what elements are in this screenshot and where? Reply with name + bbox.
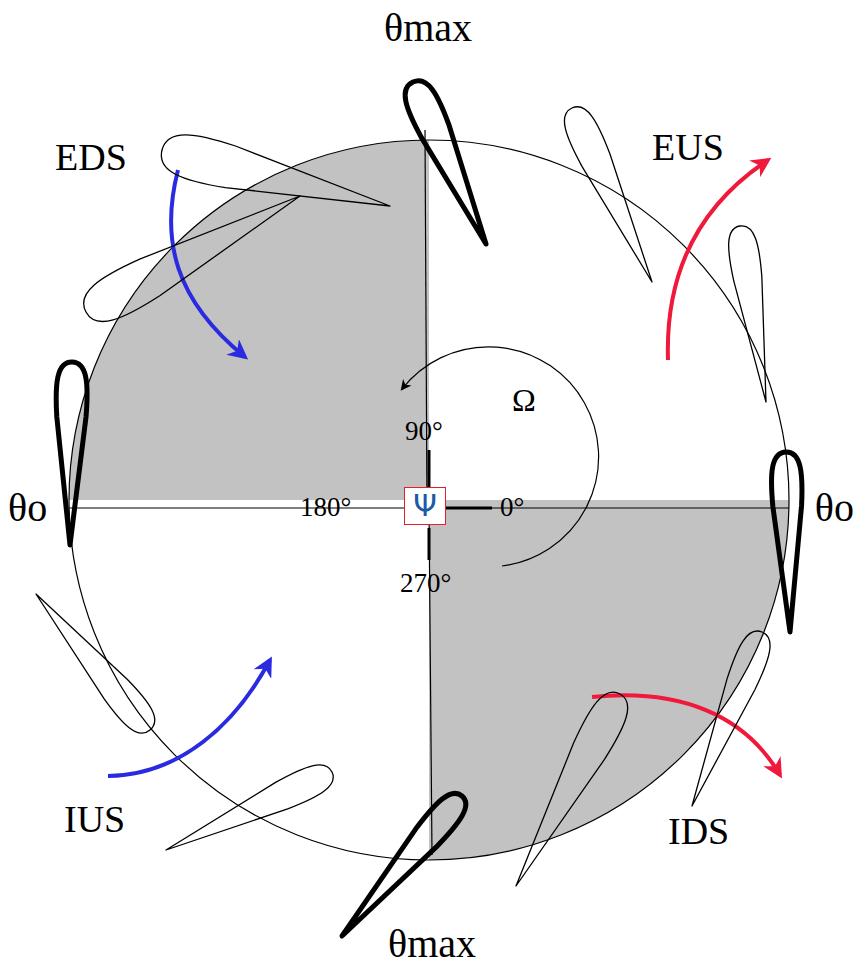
- axis-line: [429, 508, 432, 855]
- angle-label: θo: [8, 488, 47, 528]
- flow-arrow: [668, 160, 768, 360]
- rotation-arc: [402, 347, 599, 566]
- angle-label: 0°: [500, 494, 524, 521]
- blade-airfoil: [75, 177, 310, 332]
- axis-tick: [428, 450, 431, 490]
- angle-label: 270°: [400, 570, 451, 597]
- center-symbol: Ψ: [413, 491, 437, 521]
- axis-line: [425, 130, 427, 508]
- shaded-quadrant: [429, 500, 789, 860]
- blade-airfoil: [331, 787, 473, 946]
- flow-arrow: [592, 695, 780, 775]
- blade-airfoil: [771, 452, 805, 633]
- angle-label: θmax: [388, 924, 476, 964]
- blade-airfoil: [677, 626, 776, 812]
- angle-label: 90°: [405, 418, 443, 445]
- shaded-quadrant: [69, 140, 429, 500]
- flow-arrow: [171, 170, 245, 357]
- region-label: IDS: [668, 812, 729, 850]
- region-label: EDS: [55, 138, 127, 176]
- axis-tick: [428, 528, 431, 560]
- angle-label: Ω: [512, 384, 536, 416]
- axis-tick: [446, 507, 492, 510]
- angle-label: θo: [815, 488, 854, 528]
- blade-airfoil: [398, 75, 500, 250]
- flow-arrow: [108, 660, 270, 776]
- blade-airfoil: [24, 584, 163, 741]
- angle-label: 180°: [300, 494, 351, 521]
- blade-airfoil: [55, 362, 88, 545]
- blade-airfoil: [500, 685, 636, 895]
- blade-airfoil: [159, 758, 338, 864]
- region-label: EUS: [652, 128, 724, 166]
- center-box: Ψ: [404, 487, 446, 525]
- rotor-circle: [69, 140, 789, 860]
- blade-airfoil: [557, 101, 666, 289]
- angle-label: θmax: [384, 8, 472, 48]
- blade-airfoil: [725, 224, 781, 404]
- region-label: IUS: [64, 800, 125, 838]
